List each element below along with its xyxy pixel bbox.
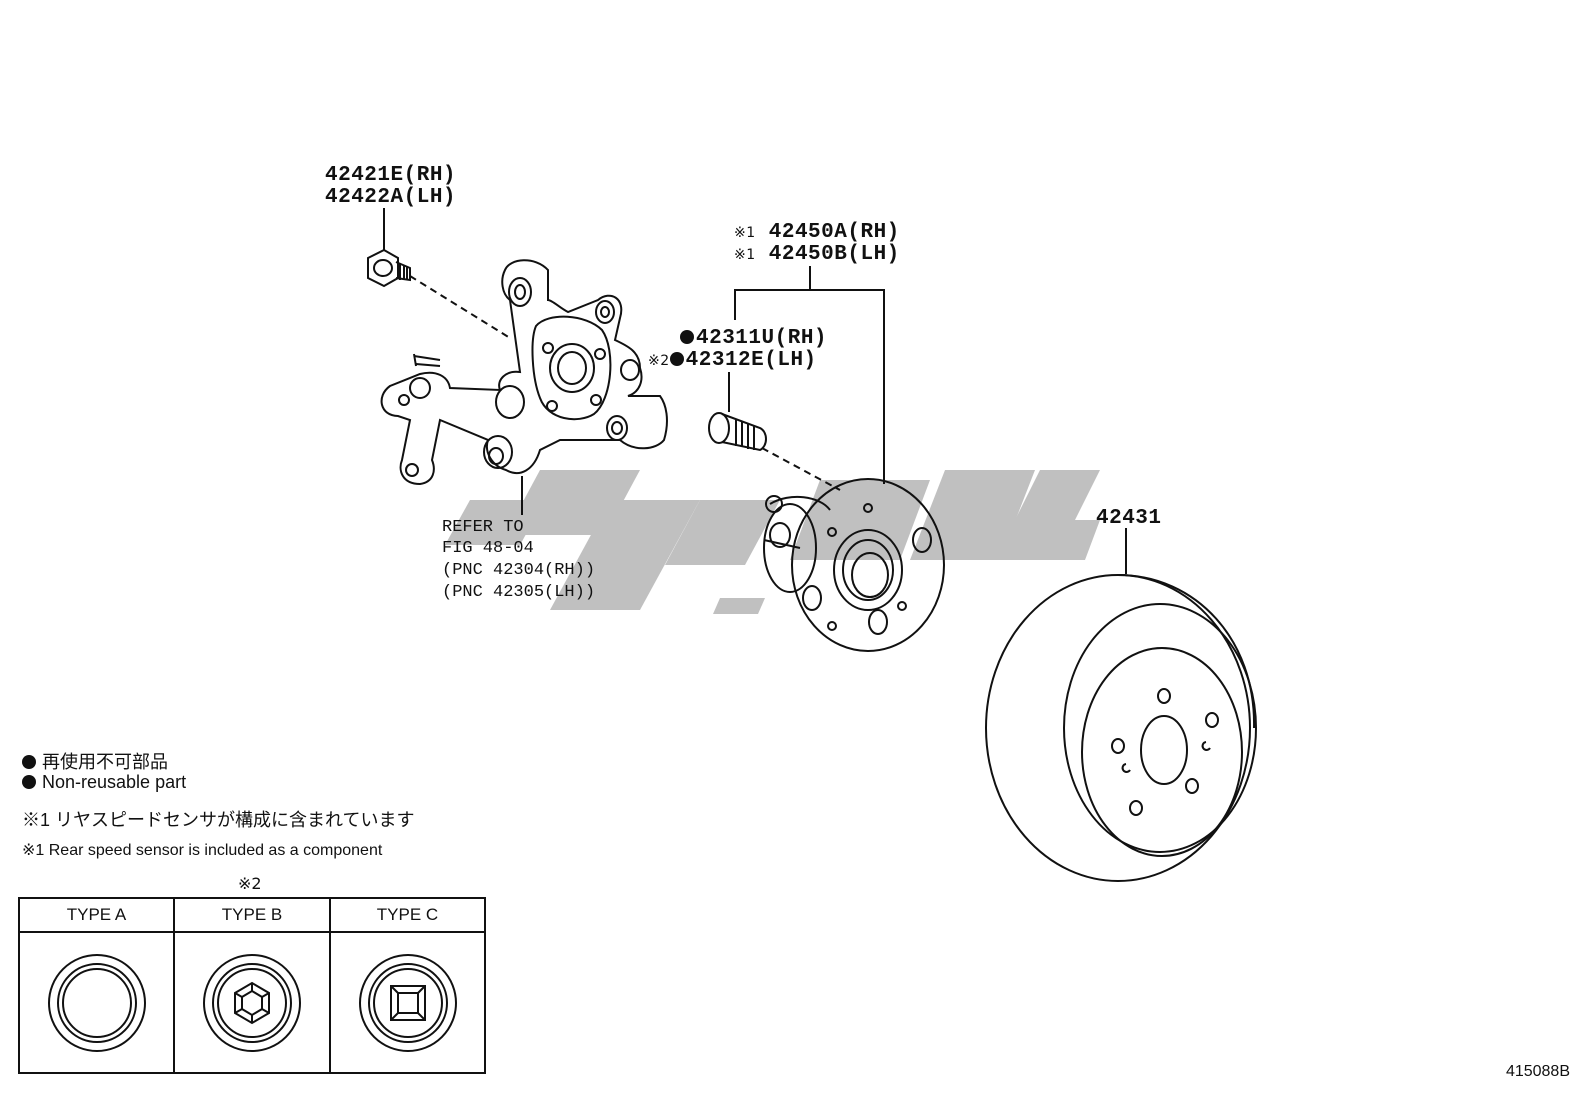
type-b-header: TYPE B: [175, 899, 329, 933]
type-c-column: TYPE C: [331, 899, 484, 1072]
type-a-cell: [20, 933, 173, 1072]
nonreusable-dot-icon: [22, 755, 36, 769]
brake-disc: [985, 528, 1257, 882]
type-a-plain-icon: [48, 954, 146, 1052]
legend-note1-en: ※1 Rear speed sensor is included as a co…: [22, 842, 383, 859]
refer-note-line: (PNC 42305(LH)): [442, 583, 596, 602]
type-c-square-icon: [359, 954, 457, 1052]
rear-axle-carrier: [380, 259, 668, 515]
label-hub-lh: ※1 42450B(LH): [734, 243, 900, 266]
nonreusable-dot-icon: [680, 330, 694, 344]
type-c-cell: [331, 933, 484, 1072]
type-c-header: TYPE C: [331, 899, 484, 933]
legend-note1-jp: ※1 リヤスピードセンサが構成に含まれています: [22, 810, 415, 830]
hub-bolt: [708, 372, 841, 491]
type-b-column: TYPE B: [175, 899, 331, 1072]
type-b-hexagon-icon: [203, 954, 301, 1052]
hub-label-bracket: [734, 266, 885, 484]
refer-note-line: FIG 48-04: [442, 539, 534, 558]
label-stud-rh: 42311U(RH): [680, 328, 827, 350]
nonreusable-dot-icon: [22, 775, 36, 789]
types-table-mark: ※2: [238, 874, 262, 893]
label-hub-rh: ※1 42450A(RH): [734, 221, 900, 244]
legend-nonreusable-jp: 再使用不可部品: [22, 748, 168, 774]
nonreusable-dot-icon: [669, 352, 684, 366]
label-rotor: 42431: [1096, 507, 1162, 530]
label-bolt-lh: 42422A(LH): [325, 186, 457, 209]
type-a-header: TYPE A: [20, 899, 173, 933]
type-b-cell: [175, 933, 329, 1072]
hub-bearing-assembly: [763, 478, 945, 652]
type-a-column: TYPE A: [20, 899, 175, 1072]
label-bolt-rh: 42421E(RH): [325, 164, 457, 187]
note-mark-2: ※2: [648, 353, 670, 369]
refer-note-line: (PNC 42304(RH)): [442, 561, 596, 580]
knuckle-bolt: [367, 208, 511, 339]
watermark-logo: [445, 470, 1100, 614]
note-mark-1: ※1: [734, 247, 756, 263]
types-table: TYPE A TYPE B: [18, 897, 486, 1074]
drawing-code: 415088B: [1505, 1063, 1570, 1080]
legend-nonreusable-en: Non-reusable part: [22, 772, 186, 793]
note-mark-1: ※1: [734, 225, 756, 241]
refer-note-line: REFER TO: [442, 518, 524, 537]
